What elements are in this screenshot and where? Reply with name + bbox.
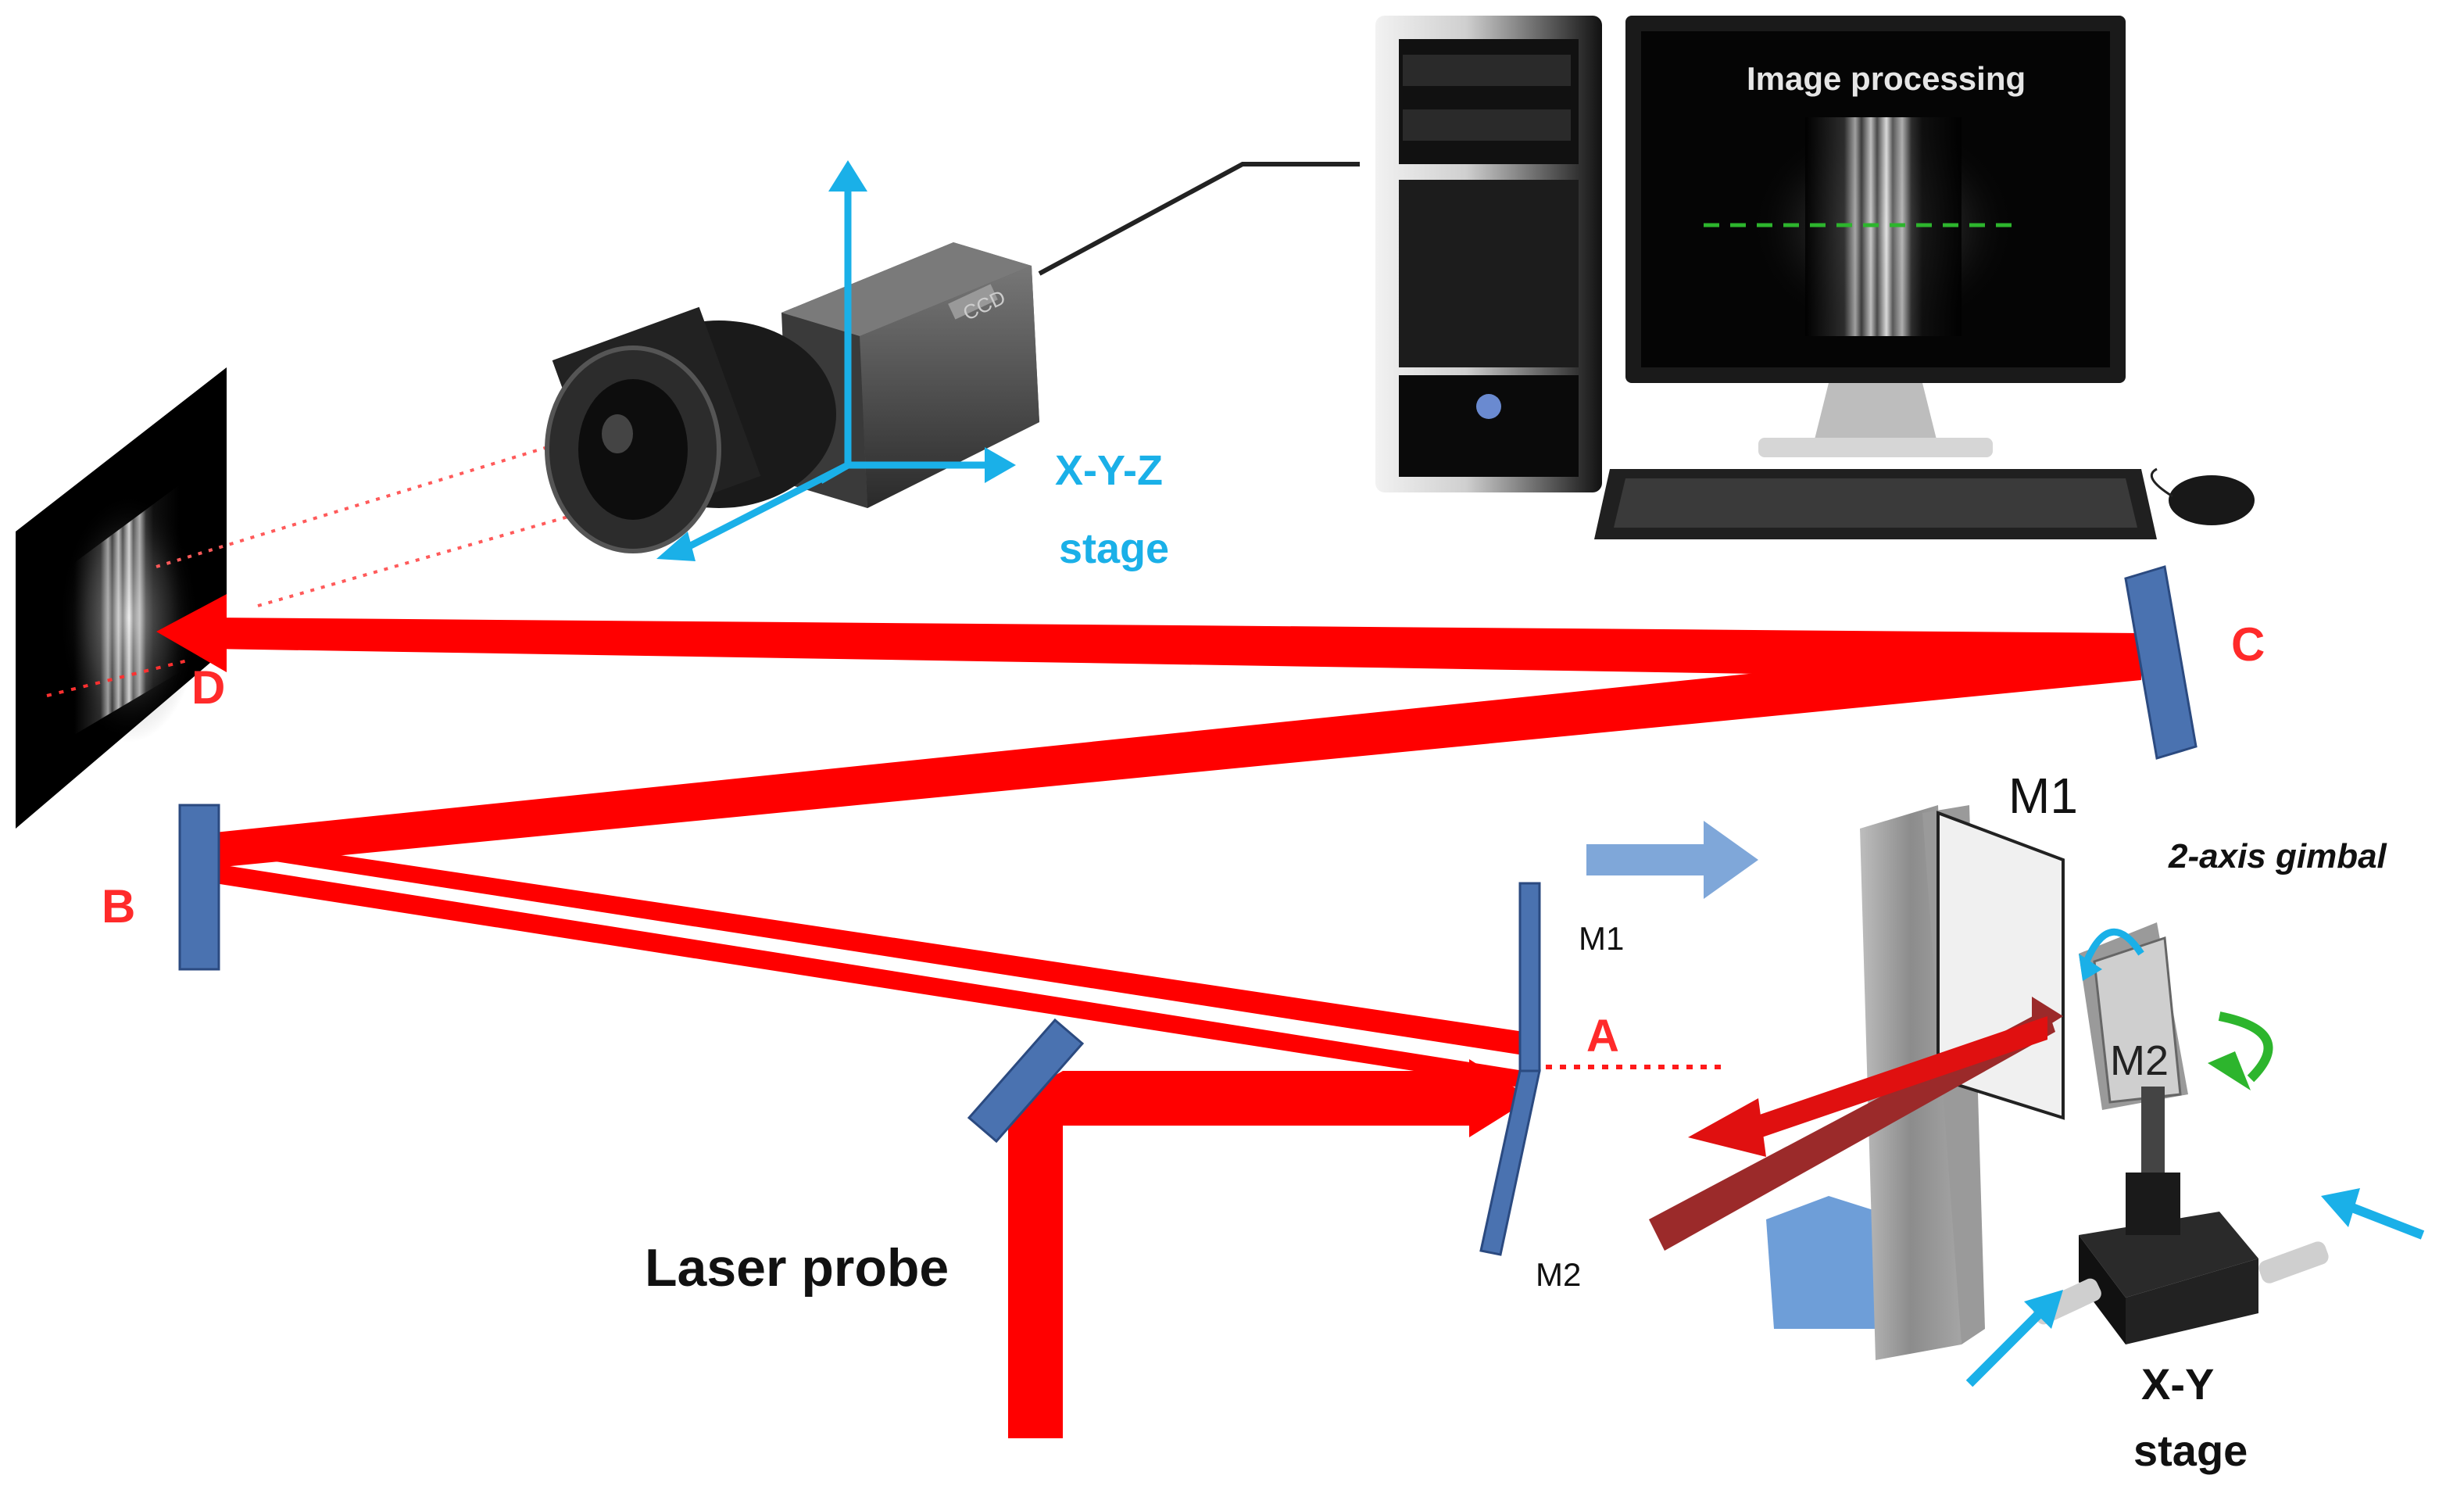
mirror-c <box>2124 565 2198 760</box>
flow-arrow-right <box>1586 821 1758 899</box>
mirror-b <box>178 804 220 971</box>
beam-d-arrowhead <box>156 594 227 672</box>
screen-title: Image processing <box>1747 60 2026 97</box>
xyz-stage-label-1: X-Y-Z <box>1055 447 1163 494</box>
laser-input-beam <box>1008 1102 1063 1438</box>
label-m1-large: M1 <box>2008 768 2078 824</box>
fringe-pattern-screen <box>16 367 227 829</box>
fold-mirror <box>967 1018 1085 1144</box>
beam-b-to-c <box>215 633 2141 868</box>
desktop-computer-icon <box>1375 16 2255 539</box>
label-b: B <box>102 880 135 933</box>
ccd-camera-icon: CCD <box>545 162 1360 553</box>
label-xy-stage-1: X-Y <box>2141 1359 2214 1409</box>
label-m2-large: M2 <box>2110 1037 2169 1084</box>
label-a: A <box>1586 1011 1619 1062</box>
mouse-icon <box>2169 475 2255 525</box>
keyboard-icon <box>1594 469 2157 539</box>
label-m1-small: M1 <box>1579 920 1624 957</box>
laser-beam-to-m <box>1008 1071 1477 1126</box>
label-d: D <box>191 661 225 714</box>
xy-translation-stage-icon <box>2033 1173 2329 1344</box>
beam-c-to-d <box>211 618 2141 680</box>
xyz-stage-label-2: stage <box>1059 525 1169 572</box>
mirror-m1-small <box>1518 882 1541 1072</box>
gimbal-mount-icon <box>2079 922 2188 1196</box>
laser-beams <box>156 594 2141 1438</box>
mirror-m2-small <box>1479 1069 1541 1256</box>
xyz-stage-axes <box>656 160 1016 561</box>
label-m2-small: M2 <box>1536 1256 1581 1293</box>
m-assembly-beams <box>1649 997 2063 1251</box>
label-xy-stage-2: stage <box>2133 1426 2248 1475</box>
label-gimbal: 2-axis gimbal <box>2168 837 2387 875</box>
beam-a-to-b-1 <box>215 836 1524 1055</box>
label-c: C <box>2231 618 2265 671</box>
beam-a-to-b-2 <box>215 864 1524 1088</box>
camera-sight-lines <box>156 436 626 607</box>
label-laser-probe: Laser probe <box>645 1238 949 1298</box>
